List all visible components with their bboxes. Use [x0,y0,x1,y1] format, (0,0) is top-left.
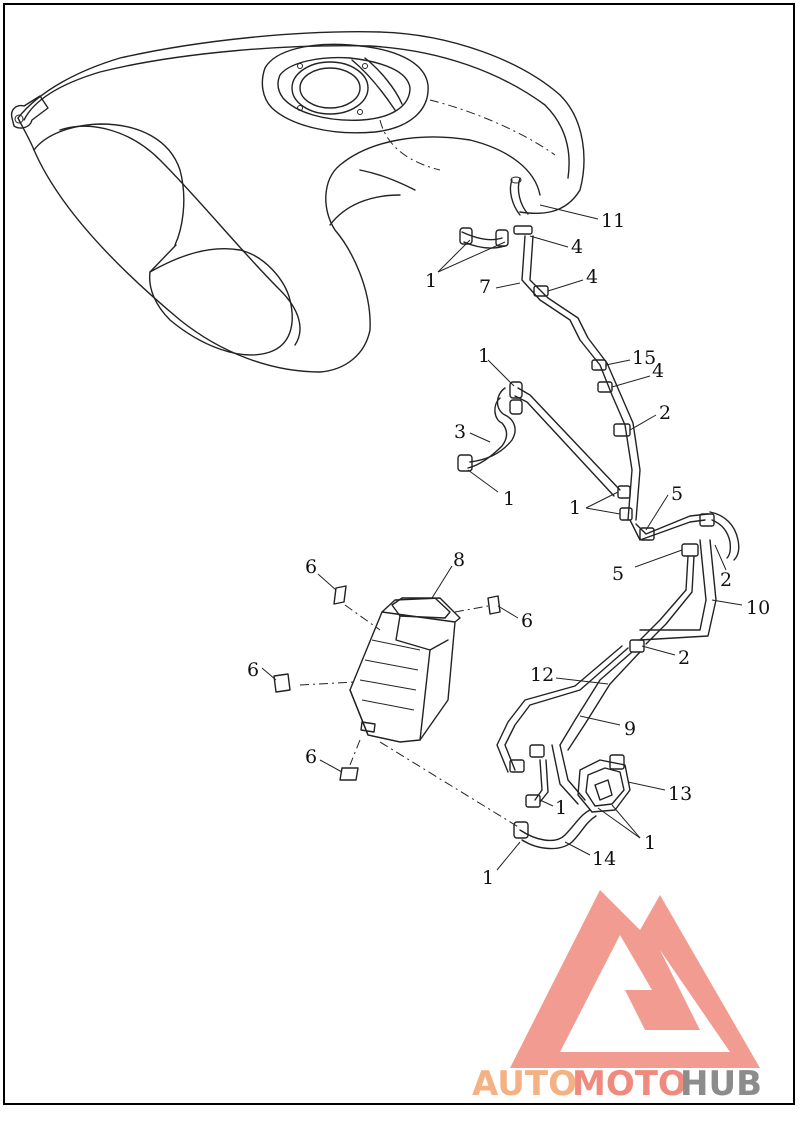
middle-hose-assembly [457,381,740,561]
callout-10: 10 [746,597,770,619]
callout-15: 15 [632,347,656,369]
callout-2: 2 [720,569,732,591]
callout-12: 12 [530,664,554,686]
callout-6: 6 [521,610,533,632]
callout-6: 6 [305,556,317,578]
callout-8: 8 [453,549,465,571]
fuel-tank [10,31,585,373]
hose-14 [513,809,597,850]
rubber-pads [273,585,501,781]
callout-labels: 11 4 1 7 4 1 15 4 2 3 1 5 1 5 2 10 6 8 6… [247,210,770,889]
callout-5: 5 [612,563,624,585]
callout-6: 6 [305,746,317,768]
watermark-moto: MOTO [572,1064,687,1104]
callout-6: 6 [247,659,259,681]
callout-4: 4 [571,236,583,258]
callout-2: 2 [659,402,671,424]
callout-1: 1 [425,270,437,292]
callout-2: 2 [678,647,690,669]
callout-11: 11 [601,210,625,232]
callout-9: 9 [624,718,636,740]
purge-valve [577,754,631,813]
callout-1: 1 [555,797,567,819]
callout-1: 1 [503,488,515,510]
callout-14: 14 [592,848,616,870]
callout-1: 1 [644,832,656,854]
callout-7: 7 [479,276,491,298]
watermark-logo [510,890,760,1068]
callout-4: 4 [586,266,598,288]
logo-triangle-icon [510,890,760,1068]
charcoal-canister [299,597,521,829]
watermark-text: AUTO MOTO HUB [472,1064,762,1104]
watermark-auto: AUTO [472,1064,577,1104]
callout-1: 1 [478,345,490,367]
callout-4: 4 [652,360,664,382]
callout-3: 3 [454,421,466,443]
callout-1: 1 [569,497,581,519]
watermark-hub: HUB [680,1064,762,1104]
leader-lines [261,204,743,871]
callout-13: 13 [668,783,692,805]
callout-5: 5 [671,483,683,505]
callout-1: 1 [482,867,494,889]
lower-hose-assembly [496,539,717,808]
